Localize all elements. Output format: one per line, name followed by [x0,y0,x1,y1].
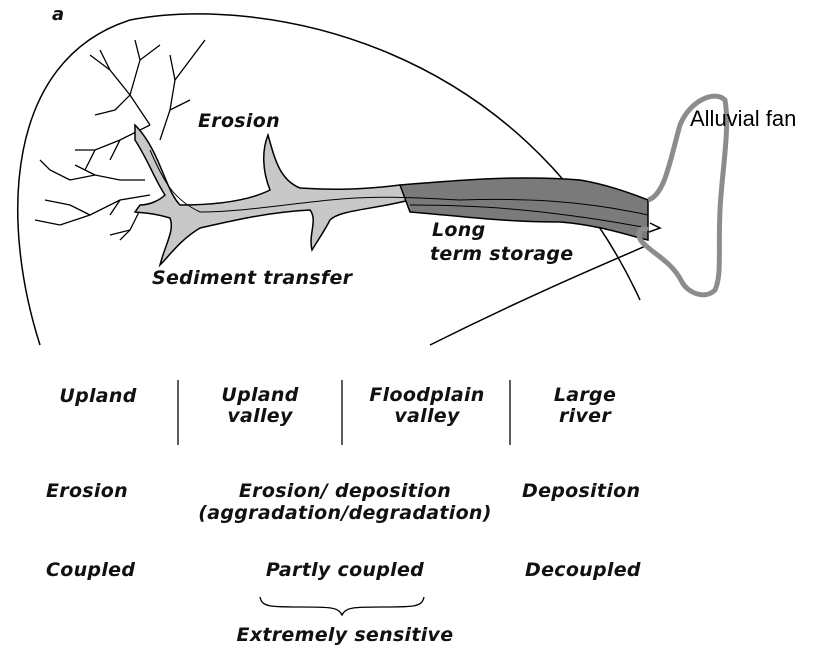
process-middle: Erosion/ deposition (aggradation/degrada… [175,480,515,524]
zone-large-river: Large river [530,385,640,427]
zone-floodplain-valley-line1: Floodplain [352,385,502,406]
erosion-label: Erosion [198,110,280,132]
long-term-storage-label-1: Long [432,219,486,241]
zone-upland-line1: Upland [38,385,158,407]
sensitivity-brace [260,597,424,615]
panel-letter: a [52,4,64,25]
zone-upland-valley: Upland valley [195,385,325,427]
zone-large-river-line2: river [530,406,640,427]
sensitivity-label: Extremely sensitive [200,624,490,646]
zone-upland-valley-line1: Upland [195,385,325,406]
process-middle-line2: (aggradation/degradation) [175,502,515,524]
process-large-river: Deposition [522,480,640,502]
flow-arrow [649,223,660,232]
coupling-upland: Coupled [46,559,135,581]
zone-large-river-line1: Large [530,385,640,406]
coupling-large-river: Decoupled [525,559,641,581]
long-term-storage-label-2: term storage [430,243,573,265]
zone-floodplain-valley: Floodplain valley [352,385,502,427]
zone-upland-valley-line2: valley [195,406,325,427]
alluvial-fan-label: Alluvial fan [690,106,796,132]
process-upland: Erosion [46,480,128,502]
process-middle-line1: Erosion/ deposition [175,480,515,502]
coupling-middle: Partly coupled [230,559,460,581]
zone-upland: Upland [38,385,158,407]
zone-floodplain-valley-line2: valley [352,406,502,427]
sediment-transfer-label: Sediment transfer [152,267,352,289]
